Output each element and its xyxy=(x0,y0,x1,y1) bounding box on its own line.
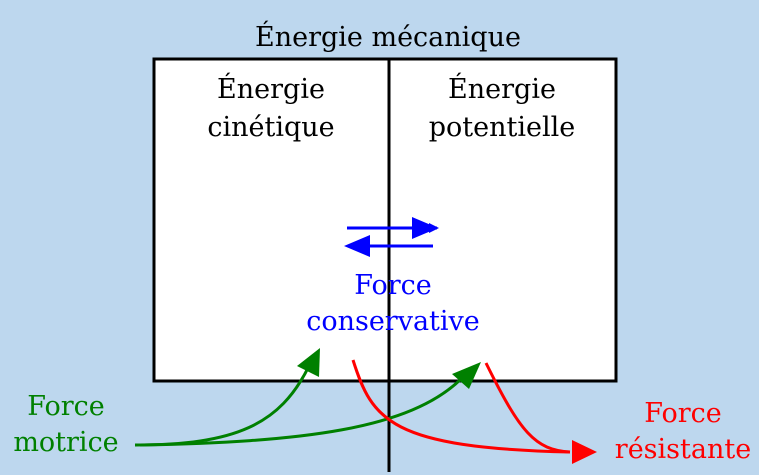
motrice-arrowhead-kinetic-icon xyxy=(297,348,320,377)
motrice-arrowhead-potential-icon xyxy=(452,362,481,389)
resistante-force-label-line2: résistante xyxy=(615,434,751,465)
potential-energy-label-line1: Énergie xyxy=(448,72,556,105)
potential-energy-label-line2: potentielle xyxy=(429,112,575,143)
conservative-arrowhead-left-icon xyxy=(344,235,370,257)
diagram-title: Énergie mécanique xyxy=(255,20,521,53)
resistante-arrow-from-potential xyxy=(484,362,571,454)
motrice-arrow-to-potential xyxy=(139,376,464,447)
conservative-force-label-line2: conservative xyxy=(306,306,480,337)
motrice-force-label-line2: motrice xyxy=(13,427,118,458)
resistante-arrowhead-icon xyxy=(572,440,597,464)
motrice-force-label-line1: Force xyxy=(27,391,105,422)
conservative-force-label-line1: Force xyxy=(354,270,432,301)
conservative-arrowhead-right-icon xyxy=(412,217,438,239)
resistante-force-label-line1: Force xyxy=(644,398,722,429)
kinetic-energy-label-line1: Énergie xyxy=(217,72,325,105)
mechanical-energy-box xyxy=(152,57,618,383)
resistante-arrow-from-kinetic xyxy=(351,359,571,454)
kinetic-energy-label-line2: cinétique xyxy=(207,112,334,143)
